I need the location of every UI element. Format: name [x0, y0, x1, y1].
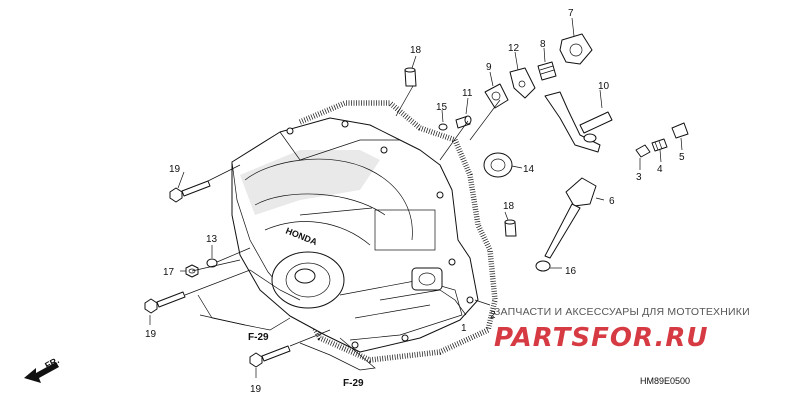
- page-ref-f29-left: F-29: [248, 332, 269, 343]
- o-ring-16: [535, 260, 551, 272]
- cover-gasket: [297, 100, 498, 363]
- bolt-11: [455, 115, 472, 129]
- part-number-2: 2: [490, 310, 496, 321]
- drum-7: [559, 33, 593, 65]
- part-number-19-top: 19: [169, 164, 181, 175]
- washer-15: [438, 123, 448, 131]
- part-number-19-middle: 19: [145, 329, 157, 340]
- dowel-pin-18-bottom: [504, 219, 517, 237]
- oil-seal-14: [483, 152, 513, 178]
- plate-9: [484, 83, 509, 109]
- watermark-caption: ЗАПЧАСТИ И АКСЕССУАРЫ ДЛЯ МОТОТЕХНИКИ: [494, 306, 750, 318]
- shift-shaft-10: [544, 91, 613, 153]
- part-number-labels: 1 2 3 4 5 6 7 8 9 10 11 12 13 14 15 16 1…: [145, 8, 685, 395]
- part-number-1: 1: [461, 323, 467, 334]
- leader-lines: [149, 17, 683, 378]
- crankcase-cover: HONDA: [231, 117, 479, 353]
- part-number-13: 13: [206, 234, 218, 245]
- bolt-3: [635, 144, 651, 158]
- part-number-7: 7: [568, 8, 574, 19]
- diagram-code: HM89E0500: [640, 376, 690, 386]
- page-ref-f29-bottom: F-29: [343, 378, 364, 389]
- part-number-14: 14: [523, 164, 535, 175]
- spring-8: [537, 61, 557, 81]
- bolt-19-middle: [144, 291, 186, 314]
- part-number-17: 17: [163, 267, 175, 278]
- part-number-18-top: 18: [410, 45, 422, 56]
- part-number-12: 12: [508, 43, 520, 54]
- watermark: ЗАПЧАСТИ И АКСЕССУАРЫ ДЛЯ МОТОТЕХНИКИ PA…: [494, 306, 750, 353]
- part-number-8: 8: [540, 39, 546, 50]
- dipstick-6: [544, 177, 597, 259]
- front-arrow-label: FR.: [43, 355, 60, 371]
- arm-5: [671, 122, 689, 139]
- washer-13: [206, 258, 218, 268]
- part-number-6: 6: [609, 196, 615, 207]
- front-direction-arrow: FR.: [24, 355, 61, 383]
- watermark-brand: PARTSFOR.RU: [494, 323, 708, 353]
- part-number-9: 9: [486, 62, 492, 73]
- part-number-15: 15: [436, 102, 448, 113]
- bolt-19-bottom: [249, 345, 291, 368]
- cam-12: [509, 67, 536, 99]
- part-number-5: 5: [679, 152, 685, 163]
- part-number-19-bottom: 19: [250, 384, 262, 395]
- part-number-11: 11: [462, 88, 473, 99]
- spring-4: [651, 138, 668, 152]
- part-number-4: 4: [657, 164, 663, 175]
- dowel-pin-18-top: [404, 67, 417, 87]
- bolt-19-top: [169, 180, 211, 203]
- part-number-16: 16: [565, 266, 577, 277]
- part-number-3: 3: [636, 172, 642, 183]
- part-number-10: 10: [598, 81, 610, 92]
- part-number-18-bottom: 18: [503, 201, 515, 212]
